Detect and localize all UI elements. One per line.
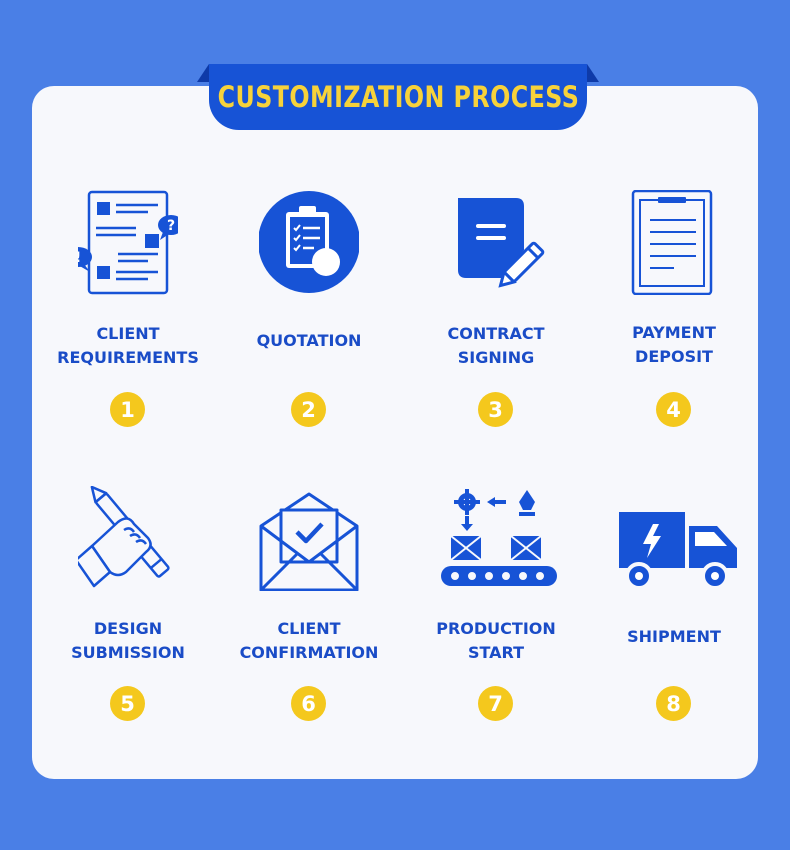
payment-document-icon bbox=[624, 190, 724, 295]
conveyor-belt-icon bbox=[439, 486, 559, 591]
step-label-line1: PRODUCTION bbox=[436, 619, 556, 638]
step-label-line1: PAYMENT bbox=[632, 323, 716, 342]
envelope-check-icon bbox=[259, 486, 359, 591]
step-label: PRODUCTION START bbox=[411, 617, 581, 665]
step-label-line1: SHIPMENT bbox=[627, 627, 721, 646]
step-label: PAYMENT DEPOSIT bbox=[589, 321, 759, 369]
step-number-badge: 6 bbox=[291, 686, 326, 721]
step-label-line2: START bbox=[467, 643, 525, 662]
step-number-badge: 2 bbox=[291, 392, 326, 427]
step-label-line2: REQUIREMENTS bbox=[57, 348, 199, 367]
svg-text:?: ? bbox=[167, 218, 175, 234]
step-number-badge: 1 bbox=[110, 392, 145, 427]
process-card bbox=[32, 86, 758, 779]
step-label-line2: SIGNING bbox=[457, 348, 535, 367]
step-label-line1: QUOTATION bbox=[256, 331, 362, 350]
step-label-line1: DESIGN bbox=[93, 619, 163, 638]
step-number-badge: 4 bbox=[656, 392, 691, 427]
svg-text:!: ! bbox=[78, 250, 81, 266]
page-title: CUSTOMIZATION PROCESS bbox=[217, 80, 579, 114]
requirements-doc-icon: ? ! bbox=[78, 190, 178, 295]
step-number-badge: 5 bbox=[110, 686, 145, 721]
step-label-line2: CONFIRMATION bbox=[239, 643, 379, 662]
delivery-truck-icon bbox=[617, 486, 741, 591]
step-label: CONTRACT SIGNING bbox=[411, 322, 581, 370]
step-label-line2: DEPOSIT bbox=[635, 347, 713, 366]
contract-pen-icon bbox=[446, 190, 546, 295]
step-label-line1: CLIENT bbox=[277, 619, 341, 638]
step-label: CLIENT CONFIRMATION bbox=[224, 617, 394, 665]
step-label: SHIPMENT bbox=[589, 625, 759, 649]
step-number-badge: 7 bbox=[478, 686, 513, 721]
step-label-line1: CONTRACT bbox=[447, 324, 545, 343]
step-label-line1: CLIENT bbox=[96, 324, 160, 343]
title-banner: CUSTOMIZATION PROCESS bbox=[209, 64, 587, 130]
step-number-badge: 8 bbox=[656, 686, 691, 721]
step-label: QUOTATION bbox=[224, 329, 394, 353]
step-label: CLIENT REQUIREMENTS bbox=[43, 322, 213, 370]
step-number-badge: 3 bbox=[478, 392, 513, 427]
step-label: DESIGN SUBMISSION bbox=[43, 617, 213, 665]
quotation-clipboard-icon bbox=[259, 190, 359, 295]
hand-pencil-icon bbox=[78, 486, 178, 591]
step-label-line2: SUBMISSION bbox=[71, 643, 185, 662]
